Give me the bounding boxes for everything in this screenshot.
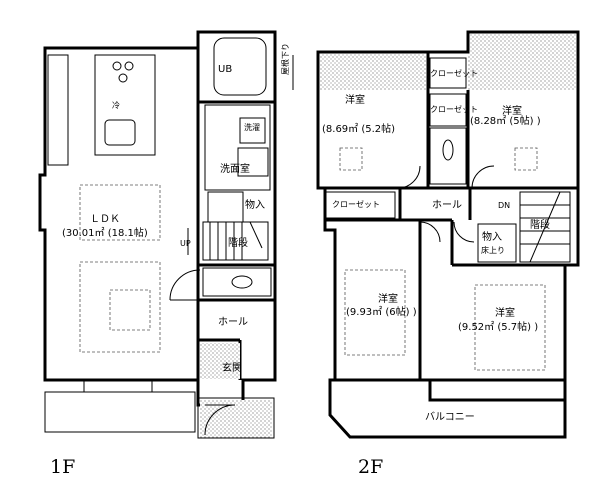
hall-label-2f: ホール [432,199,462,211]
ldk-area: (30.01㎡ (18.1帖) [62,226,148,239]
porch-outline [197,397,275,439]
stairs-1f [202,221,269,261]
bay-window [83,379,153,393]
closet-mid-label: クローゼット [430,104,478,114]
entrance-label: 玄関 [222,361,242,374]
floor1-partition-wall [196,48,275,380]
floor1-caption: 1F [50,456,75,478]
washroom-label: 洗面室 [220,162,250,175]
toilet-room [202,267,272,297]
dining-table [79,184,161,241]
entrance-tiles [200,343,240,379]
toilet-bowl [231,275,253,289]
floor2-partitions [318,52,578,380]
stairs-2f [519,191,571,263]
room-se-area: (9.52㎡ (5.7帖) ) [458,320,538,333]
door-ne [471,165,495,189]
desk-se [474,284,546,371]
room-nw-area: (8.69㎡ (5.2帖) [322,122,395,135]
left-storage [47,54,69,166]
stairs-label-2f: 階段 [530,218,550,231]
storage-2f [477,223,517,263]
washroom-outline [204,104,271,191]
closet-top-label: クローゼット [430,68,478,78]
floor2-caption: 2F [358,456,383,478]
roof-label: 屋根下り [280,43,290,75]
closet-left [324,191,396,219]
terrace [44,391,196,433]
floor2-plan: 洋室 (8.69㎡ (5.2帖) 洋室 (8.28㎡ (5帖) ) クローゼット… [280,30,580,478]
desk-sw [344,269,406,356]
room-sw-label: 洋室 [378,292,398,305]
kitchen-sink [104,119,136,146]
dn-label: DN [498,201,510,210]
floor1-plan: ＬＤＫ (30.01㎡ (18.1帖) UB 洗面室 物入 階段 ホール 玄関 … [38,30,277,478]
ldk-label: ＬＤＫ [90,214,120,225]
door-sw [419,221,441,243]
washer-space [237,147,269,177]
hall-door-swing [169,269,201,301]
desk-ne [514,147,538,171]
storage-label-2f: 物入 [482,230,502,243]
balcony-wall [328,378,567,439]
washbasin [239,117,266,144]
kitchen-counter [94,54,156,156]
closet-top [429,57,467,89]
stairs-label-1f: 階段 [228,236,248,249]
porch-tiles [200,400,272,438]
storage-1f [207,191,244,223]
storage-sub-label: 床上り [481,245,505,255]
room-ne-label: 洋室 [502,104,522,117]
hall-label-1f: ホール [218,316,248,328]
washer-label: 洗濯 [244,122,260,132]
roof-left [318,52,428,90]
closet-mid [429,93,467,127]
room-se-label: 洋室 [495,306,515,319]
room-nw-label: 洋室 [345,93,365,106]
desk-nw [339,147,363,171]
bathtub [213,37,267,96]
closet-left-label: クローゼット [332,199,380,209]
sofa [79,261,161,353]
ub-label: UB [218,64,232,75]
low-table [109,289,151,331]
toilet-room-2f [429,127,467,185]
fridge-label: 冷 [112,100,120,110]
toilet-bowl-2f [442,139,454,161]
room-sw-area: (9.93㎡ (6帖) ) [346,305,417,318]
entrance-door-swing [204,404,236,436]
stove [112,61,134,83]
balcony-label: バルコニー [425,411,475,423]
bathroom-wall [196,30,277,104]
room-ne-area: (8.28㎡ (5帖) ) [470,114,541,127]
storage-label-1f: 物入 [245,198,265,211]
door-se [453,221,475,243]
up-label: UP [180,239,191,248]
roof-right [468,32,578,90]
door-nw [397,165,421,189]
